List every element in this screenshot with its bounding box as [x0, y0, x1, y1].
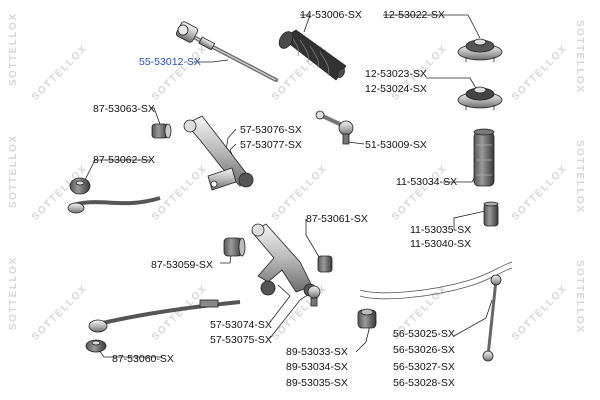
part-label-56-53028: 56-53028-SX	[393, 377, 455, 389]
tie-rod	[175, 21, 278, 82]
part-label-11-53040: 11-53040-SX	[410, 238, 472, 250]
part-label-87-53063: 87-53063-SX	[93, 103, 155, 115]
part-label-56-53026: 56-53026-SX	[393, 344, 455, 356]
stabilizer-bar	[359, 261, 513, 300]
ball-joint	[307, 285, 321, 307]
part-label-56-53025: 56-53025-SX	[393, 328, 455, 340]
part-label-12-53022: 12-53022-SX	[383, 9, 445, 21]
part-label-14-53006: 14-53006-SX	[300, 9, 362, 21]
part-label-57-53075: 57-53075-SX	[210, 334, 272, 346]
part-label-11-53035: 11-53035-SX	[410, 224, 472, 236]
part-label-89-53034: 89-53034-SX	[286, 361, 348, 373]
steering-boot	[278, 29, 347, 81]
part-label-12-53023: 12-53023-SX	[365, 68, 427, 80]
part-label-87-53061: 87-53061-SX	[306, 213, 368, 225]
strut-mount	[457, 38, 503, 62]
tie-rod-end	[315, 110, 354, 145]
part-label-57-53076: 57-53076-SX	[240, 124, 302, 136]
part-label-57-53077: 57-53077-SX	[240, 139, 302, 151]
part-label-87-53060: 87-53060-SX	[112, 353, 174, 365]
stabilizer-bar-bushing	[357, 308, 377, 329]
bushing-3	[317, 255, 333, 273]
part-label-55-53012: 55-53012-SX	[139, 56, 201, 68]
part-label-89-53035: 89-53035-SX	[286, 377, 348, 389]
shock-boot	[473, 128, 495, 187]
leader-lines	[84, 14, 493, 358]
lower-tie-rod	[88, 299, 241, 333]
part-label-87-53059: 87-53059-SX	[151, 259, 213, 271]
bushing-1	[151, 123, 172, 139]
part-label-12-53024: 12-53024-SX	[365, 83, 427, 95]
part-label-11-53034: 11-53034-SX	[396, 176, 458, 188]
bushing-4	[85, 339, 107, 353]
part-label-89-53033: 89-53033-SX	[286, 346, 348, 358]
bushing-2	[223, 237, 246, 257]
stabilizer-bushing	[67, 177, 161, 214]
stabilizer-link	[482, 274, 502, 362]
part-label-56-53027: 56-53027-SX	[393, 361, 455, 373]
part-label-87-53062: 87-53062-SX	[93, 154, 155, 166]
part-label-51-53009: 51-53009-SX	[365, 139, 427, 151]
strut-bearing	[457, 86, 503, 110]
upper-control-arm	[183, 115, 254, 191]
part-label-57-53074: 57-53074-SX	[210, 319, 272, 331]
bump-stop	[483, 201, 499, 227]
